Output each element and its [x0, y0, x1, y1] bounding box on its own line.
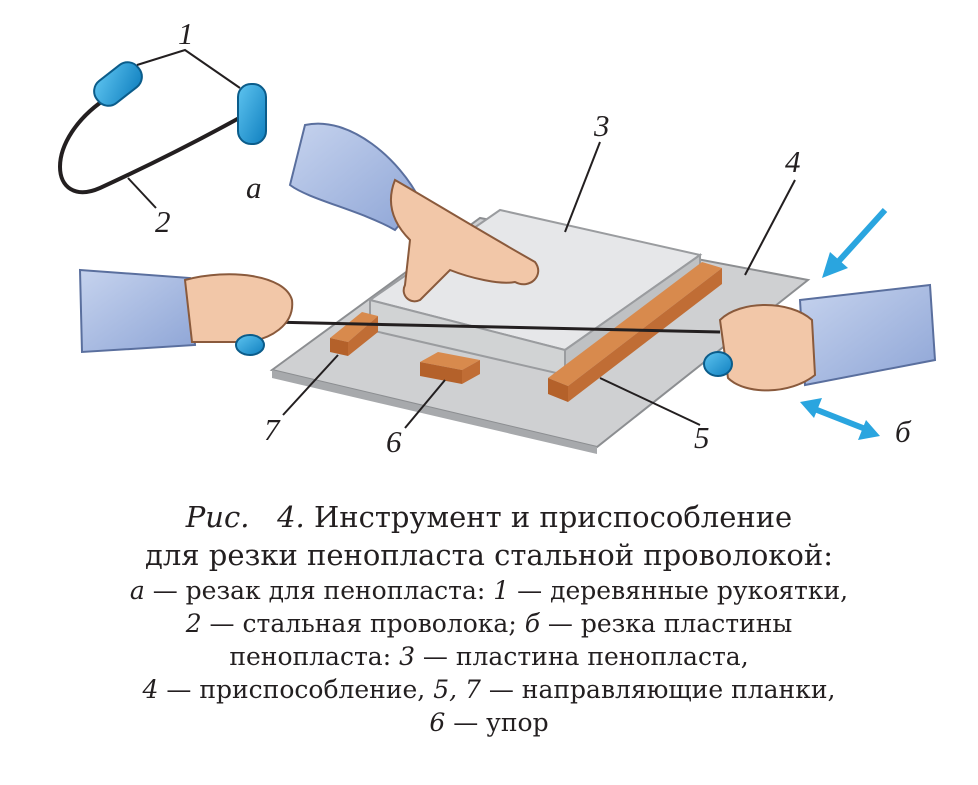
guide-bar-7 — [330, 312, 378, 356]
caption-line-1: Рис. 4. Инструмент и приспособление — [0, 498, 978, 536]
label-b: б — [895, 414, 912, 449]
caption-segment: 3 — [399, 642, 415, 671]
foam-cutting-illustration: 1 2 а 3 4 5 6 7 б — [58, 16, 937, 459]
caption-segment: — резка пластины — [539, 609, 793, 638]
caption-line-7: 6 — упор — [0, 706, 978, 739]
leader-5 — [599, 377, 701, 426]
caption-line-2: для резки пенопласта стальной проволокой… — [145, 538, 833, 572]
leader-1 — [136, 48, 241, 89]
label-6: 6 — [386, 424, 402, 459]
caption-segment: — пластина пенопласта, — [414, 642, 749, 671]
caption-line-5: пенопласта: 3 — пластина пенопласта, — [0, 640, 978, 673]
leader-2 — [127, 177, 157, 209]
label-a: а — [246, 170, 262, 205]
cutting-wire — [269, 320, 721, 334]
hand-left — [78, 268, 294, 356]
double-arrow-icon — [800, 398, 880, 440]
caption-segment: 4 — [142, 675, 159, 704]
caption-segment: — упор — [445, 708, 549, 737]
caption-fig-number: 4. — [277, 500, 305, 534]
leader-3 — [564, 141, 601, 233]
caption-line-3: а — резак для пенопласта: 1 — деревянные… — [0, 574, 978, 607]
label-5: 5 — [694, 420, 710, 455]
wooden-handle-right — [237, 83, 267, 145]
label-3: 3 — [593, 108, 610, 143]
hand-on-foam — [288, 122, 540, 303]
label-4: 4 — [785, 144, 801, 179]
caption-line-4: 2 — стальная проволока; б — резка пласти… — [0, 607, 978, 640]
push-arrow-icon — [822, 207, 888, 278]
fixture-board-edge — [272, 370, 597, 454]
caption-line-6: 4 — приспособление, 5, 7 — направляющие … — [0, 673, 978, 706]
caption-segment: — приспособление, — [158, 675, 434, 704]
caption-segment: — направляющие планки, — [480, 675, 836, 704]
caption-segment: 2 — [185, 609, 202, 638]
leader-7 — [282, 354, 339, 416]
label-7: 7 — [264, 412, 281, 447]
caption-segment: 1 — [493, 576, 510, 605]
caption-segment: — резак для пенопласта: — [144, 576, 494, 605]
caption-segment: 6 — [429, 708, 446, 737]
steel-wire — [58, 94, 252, 195]
leader-6 — [404, 379, 446, 429]
caption-segment: б — [524, 609, 540, 638]
hand-right — [703, 283, 937, 392]
label-1: 1 — [178, 16, 194, 51]
wooden-handle-left — [93, 61, 143, 107]
figure-caption: Рис. 4. Инструмент и приспособление для … — [0, 498, 978, 739]
caption-title-1: Инструмент и приспособление — [304, 500, 793, 534]
caption-segment: — деревянные рукоятки, — [509, 576, 849, 605]
guide-bar-5 — [548, 262, 722, 402]
stop-block-6 — [420, 352, 480, 384]
caption-segment: 5, 7 — [433, 675, 481, 704]
wire-cutter — [58, 48, 267, 209]
caption-segment: пенопласта: — [229, 642, 400, 671]
caption-segment: — стальная проволока; — [201, 609, 525, 638]
label-2: 2 — [155, 204, 171, 239]
leader-4 — [744, 179, 796, 276]
caption-fig-prefix: Рис. — [185, 500, 250, 534]
caption-segment: а — [129, 576, 145, 605]
